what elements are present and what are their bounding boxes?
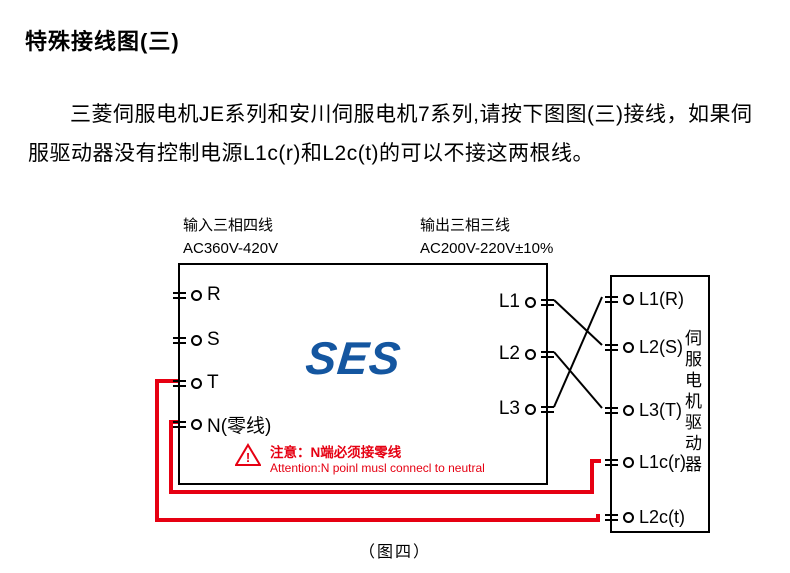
terminal-circle-icon [191,377,202,389]
input-spec-title: 输入三相四线 [183,217,274,234]
warning-text: 注意：N端必须接零线 Attention:N poinl musl connec… [270,441,485,475]
terminal-label-T: T [207,372,219,393]
terminal-screw-icon [173,336,186,344]
warning-line-cn: 注意：N端必须接零线 [270,445,402,460]
terminal-circle-icon [191,334,202,346]
power-device-box: R S T N(零线) L1 L2 L3 [173,263,554,485]
wire-L2-to-L3T [553,351,603,409]
terminal-L2ct: L2c(t) [605,505,685,529]
terminal-S: S [173,328,220,352]
servo-driver-vertical-label: 伺服电机驱动器 [682,329,701,476]
terminal-screw-icon [541,350,554,358]
terminal-R: R [173,283,221,307]
terminal-L3: L3 [499,397,554,421]
terminal-label-L3: L3 [498,398,520,419]
terminal-L2: L2 [499,342,554,366]
svg-text:!: ! [246,450,250,465]
terminal-L2S: L2(S) [605,335,683,359]
terminal-circle-icon [191,418,202,430]
terminal-N: N(零线) [173,412,272,437]
terminal-label-L1: L1 [498,291,520,312]
terminal-screw-icon [605,458,618,466]
terminal-label-L2S: L2(S) [639,336,684,357]
terminal-screw-icon [173,291,186,299]
terminal-screw-icon [605,343,618,351]
terminal-screw-icon [173,379,186,387]
terminal-circle-icon [623,341,634,353]
input-spec-value: AC360V-420V [183,239,279,257]
intro-paragraph: 三菱伺服电机JE系列和安川伺服电机7系列,请按下图图(三)接线，如果伺服驱动器没… [28,103,753,165]
terminal-L1cr: L1c(r) [605,450,686,474]
terminal-label-R: R [207,284,221,305]
terminal-L3T: L3(T) [605,398,682,422]
terminal-screw-icon [541,405,554,413]
terminal-circle-icon [525,403,536,415]
terminal-circle-icon [191,289,202,301]
output-spec-label: 输出三相三线 AC200V-220V±10% [420,215,553,260]
terminal-label-L2: L2 [498,343,520,364]
terminal-L1: L1 [499,290,554,314]
terminal-label-L3T: L3(T) [639,399,683,420]
terminal-screw-icon [605,513,618,521]
warning-line-en: Attention:N poinl musl connecl to neutra… [270,461,485,475]
terminal-T: T [173,371,219,395]
terminal-screw-icon [173,420,186,428]
page-title: 特殊接线图(三) [25,29,180,54]
terminal-circle-icon [623,293,634,305]
warning-icon: ! [235,443,261,466]
terminal-label-N: N(零线) [207,415,272,437]
output-spec-title: 输出三相三线 [420,217,511,234]
terminal-circle-icon [623,404,634,416]
wire-L1-to-L2S [553,299,603,346]
wire-L3-to-L1R [553,296,603,408]
terminal-label-L2ct: L2c(t) [639,506,686,527]
terminal-screw-icon [541,298,554,306]
terminal-screw-icon [605,406,618,414]
ses-logo: SES [303,332,404,384]
terminal-circle-icon [525,296,536,308]
terminal-screw-icon [605,295,618,303]
terminal-label-L1R: L1(R) [639,288,685,309]
terminal-label-S: S [207,329,220,350]
terminal-circle-icon [623,511,634,523]
warning-block: ! 注意：N端必须接零线 Attention:N poinl musl conn… [235,441,485,475]
terminal-circle-icon [623,456,634,468]
terminal-L1R: L1(R) [605,287,684,311]
output-spec-value: AC200V-220V±10% [420,239,554,257]
servo-driver-box: L1(R) L2(S) L3(T) L1c(r) L2c(t) 伺服电机驱动器 [605,275,710,533]
terminal-circle-icon [525,348,536,360]
input-spec-label: 输入三相四线 AC360V-420V [183,215,278,260]
figure-caption: （图四） [358,544,431,561]
terminal-label-L1cr: L1c(r) [639,451,687,472]
